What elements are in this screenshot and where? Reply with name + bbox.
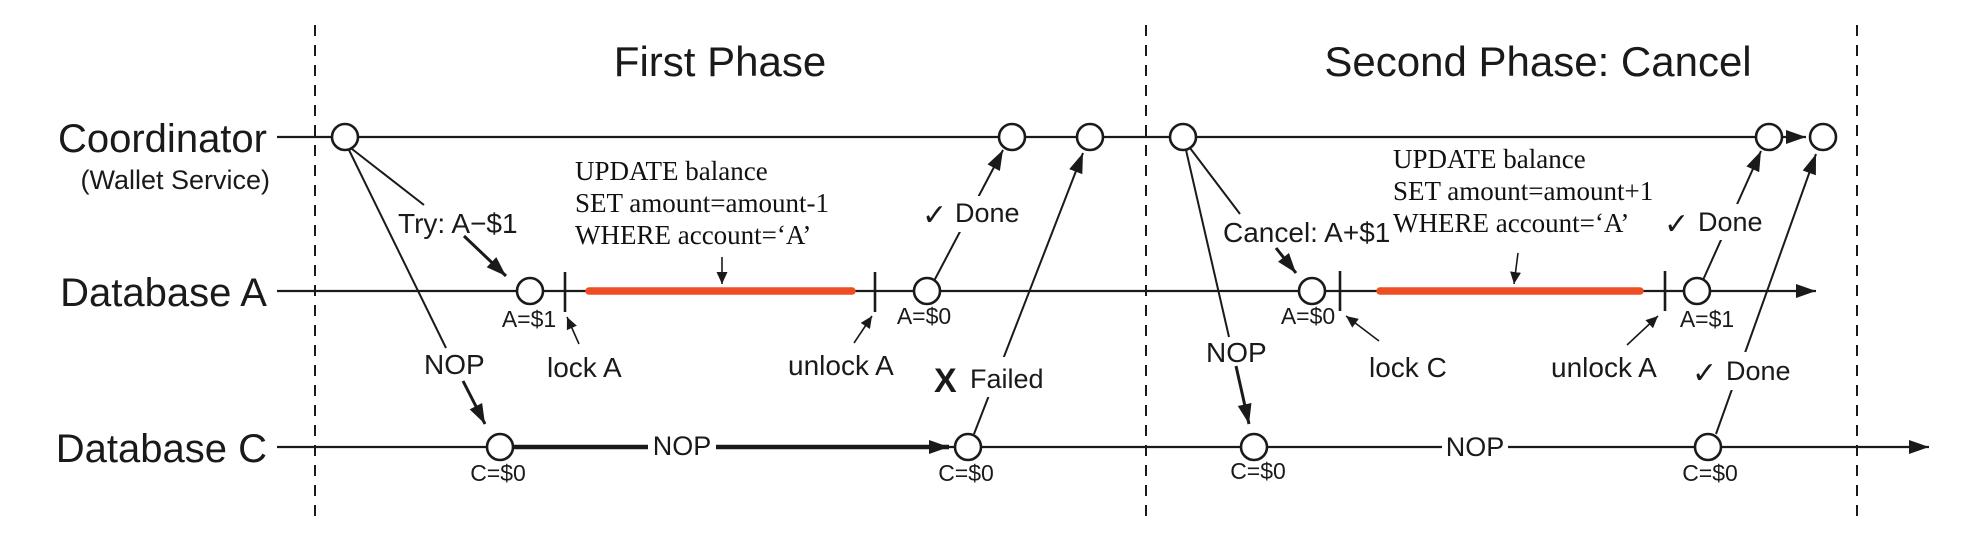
lock-c-label-phase2: lock C xyxy=(1369,352,1447,383)
done-check-icon-phase2-a: ✓ xyxy=(1664,208,1689,241)
try-label: Try: A−$1 xyxy=(398,208,518,239)
cancel-label: Cancel: A+$1 xyxy=(1223,217,1390,248)
unlock-a-label-phase2: unlock A xyxy=(1551,352,1657,383)
sql-phase1-line1: UPDATE balance xyxy=(575,156,768,186)
done-check-icon-phase2-c: ✓ xyxy=(1692,357,1717,390)
db-c-state-3: C=$0 xyxy=(1230,458,1286,484)
sql-phase1-line3: WHERE account=‘A’ xyxy=(575,220,811,250)
event-db-c-nop1 xyxy=(485,432,515,462)
cancel-connector-line xyxy=(1189,147,1241,215)
lane-label-coordinator: Coordinator xyxy=(58,117,267,161)
sql-phase2-line2: SET amount=amount+1 xyxy=(1393,176,1653,206)
event-coordinator-cancel-done-a xyxy=(1754,122,1784,152)
label-masks xyxy=(648,196,1800,462)
sql-pointer-phase2 xyxy=(1510,252,1521,285)
event-db-a-cancel-unlocked xyxy=(1682,276,1712,306)
event-db-c-nop2-end xyxy=(1693,432,1723,462)
lane-label-coordinator-sub: (Wallet Service) xyxy=(80,165,270,195)
event-coordinator-done-received xyxy=(997,122,1027,152)
phase1-title: First Phase xyxy=(614,38,826,85)
event-coordinator-cancel-start xyxy=(1168,122,1198,152)
done-check-icon-phase1: ✓ xyxy=(922,199,947,232)
unlock-a-label-phase1: unlock A xyxy=(788,350,894,381)
lock-a-label-phase1: lock A xyxy=(547,352,622,383)
event-db-c-nop2 xyxy=(1239,432,1269,462)
db-a-state-after-try: A=$1 xyxy=(502,306,556,332)
nop-connector-line-phase1 xyxy=(348,149,447,349)
failed-x-icon: X xyxy=(934,362,957,400)
event-coordinator-start xyxy=(330,122,360,152)
lock-ticks xyxy=(563,271,1667,312)
try-arrow xyxy=(462,234,508,278)
db-a-state-after-unlock: A=$0 xyxy=(897,303,951,329)
event-circles xyxy=(330,122,1838,462)
event-coordinator-cancel-done-c xyxy=(1808,122,1838,152)
done-label-phase1: Done xyxy=(955,198,1020,228)
lock-a-pointer-phase1 xyxy=(566,316,580,345)
failed-label: Failed xyxy=(970,364,1044,394)
nop-line-mask-phase1 xyxy=(648,431,716,462)
nop-line-label-phase2: NOP xyxy=(1446,432,1505,462)
nop-arrow-phase1 xyxy=(461,380,487,425)
nop-line-mask-phase2 xyxy=(1442,432,1508,462)
done-arrow-phase2-c xyxy=(1715,153,1817,435)
done-label-phase2-c: Done xyxy=(1726,356,1791,386)
db-c-state-4: C=$0 xyxy=(1682,460,1738,486)
db-c-state-2: C=$0 xyxy=(938,460,994,486)
try-connector-line xyxy=(351,148,425,206)
failed-mask-phase1 xyxy=(928,357,1048,397)
event-db-a-unlocked xyxy=(912,276,942,306)
nop-label-phase2: NOP xyxy=(1206,337,1267,368)
event-coordinator-failed-received xyxy=(1075,122,1105,152)
unlock-a-pointer-phase1 xyxy=(853,315,873,344)
done-mask-phase1 xyxy=(915,196,1027,232)
nop-line-label-phase1: NOP xyxy=(653,431,712,461)
annotation-arrows xyxy=(566,252,1659,346)
nop-arrow-phase2 xyxy=(1234,365,1252,425)
nop-label-phase1: NOP xyxy=(424,349,485,380)
done-mask-phase2-a xyxy=(1660,204,1775,240)
phase2-title: Second Phase: Cancel xyxy=(1324,38,1751,85)
db-a-state-before-cancel: A=$0 xyxy=(1281,303,1335,329)
phase-dividers xyxy=(314,25,1858,522)
sql-phase2-line3: WHERE account=‘A’ xyxy=(1393,208,1629,238)
event-db-a-cancel xyxy=(1297,276,1327,306)
db-c-state-1: C=$0 xyxy=(470,460,526,486)
lane-label-database-c: Database C xyxy=(56,427,267,471)
cancel-arrow xyxy=(1274,247,1298,274)
event-db-c-nop1-end xyxy=(953,432,983,462)
done-label-phase2-a: Done xyxy=(1698,207,1763,237)
unlock-a-pointer-phase2 xyxy=(1626,315,1659,346)
lane-label-database-a: Database A xyxy=(60,271,267,315)
nop-connector-line-phase2 xyxy=(1185,149,1230,338)
event-db-a-try xyxy=(515,276,545,306)
sql-phase1-line2: SET amount=amount-1 xyxy=(575,188,829,218)
db-a-state-after-cancel: A=$1 xyxy=(1680,306,1734,332)
lock-c-pointer-phase2 xyxy=(1345,315,1380,342)
sql-phase2-line1: UPDATE balance xyxy=(1393,144,1586,174)
done-mask-phase2-c xyxy=(1688,352,1800,390)
